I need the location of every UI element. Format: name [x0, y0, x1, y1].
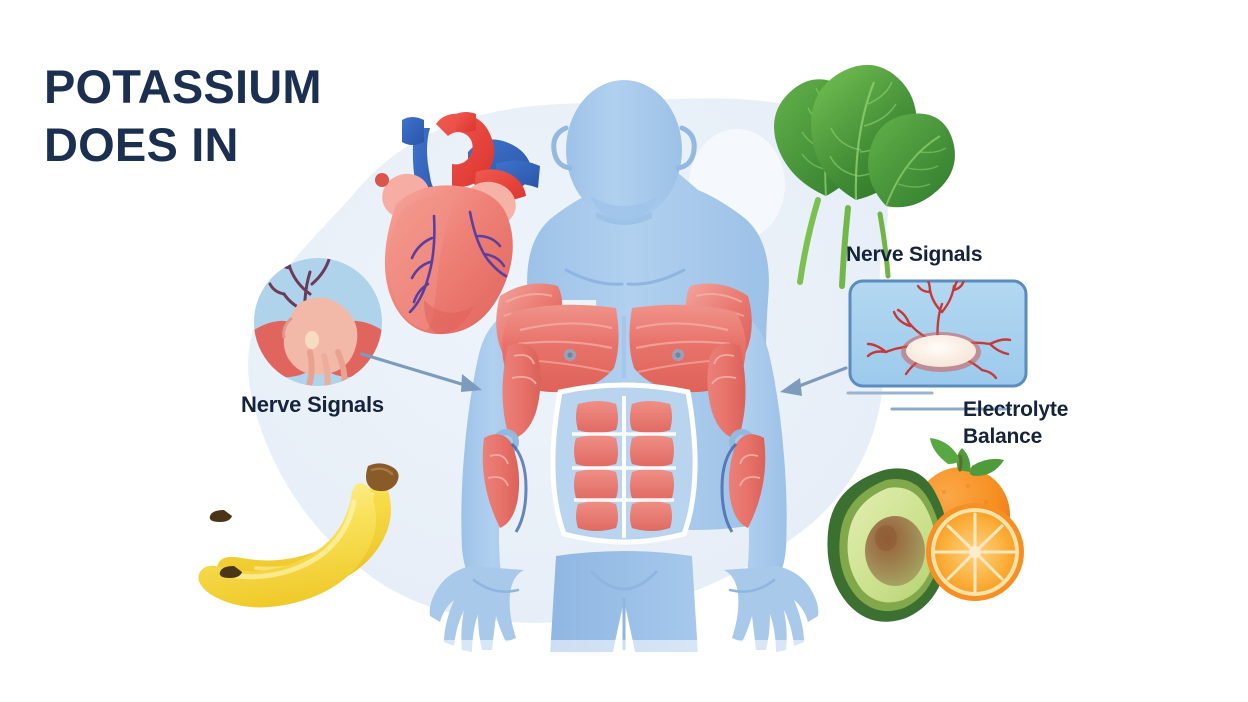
nerve-signals-left-label: Nerve Signals	[241, 392, 384, 417]
arrow-left-to-body	[360, 352, 482, 392]
left-hand	[429, 566, 524, 652]
anatomical-heart-illustration	[375, 112, 540, 335]
electrolyte-connector-lines	[846, 391, 1012, 411]
electrolyte-balance-line1: Electrolyte	[963, 398, 1069, 421]
nerve-signals-right-label: Nerve Signals	[846, 243, 983, 266]
avocado-orange-illustration	[827, 438, 1024, 622]
right-hand	[724, 566, 819, 652]
right-arm-muscles	[707, 343, 766, 533]
spinach-leaves-illustration	[774, 64, 955, 289]
electrolyte-balance-line2: Balance	[963, 425, 1043, 448]
neuron-diagram-box	[848, 279, 1028, 388]
nerve-signal-circle-badge	[254, 258, 382, 386]
abdominal-muscles	[550, 382, 698, 545]
page-title-line2: DOES IN	[44, 118, 239, 171]
human-body-figure	[0, 80, 1248, 702]
page-title-line1: POTASSIUM	[44, 60, 322, 113]
arrow-right-to-body	[780, 366, 848, 396]
bananas-illustration	[198, 463, 399, 608]
left-arm-muscles	[482, 343, 541, 533]
